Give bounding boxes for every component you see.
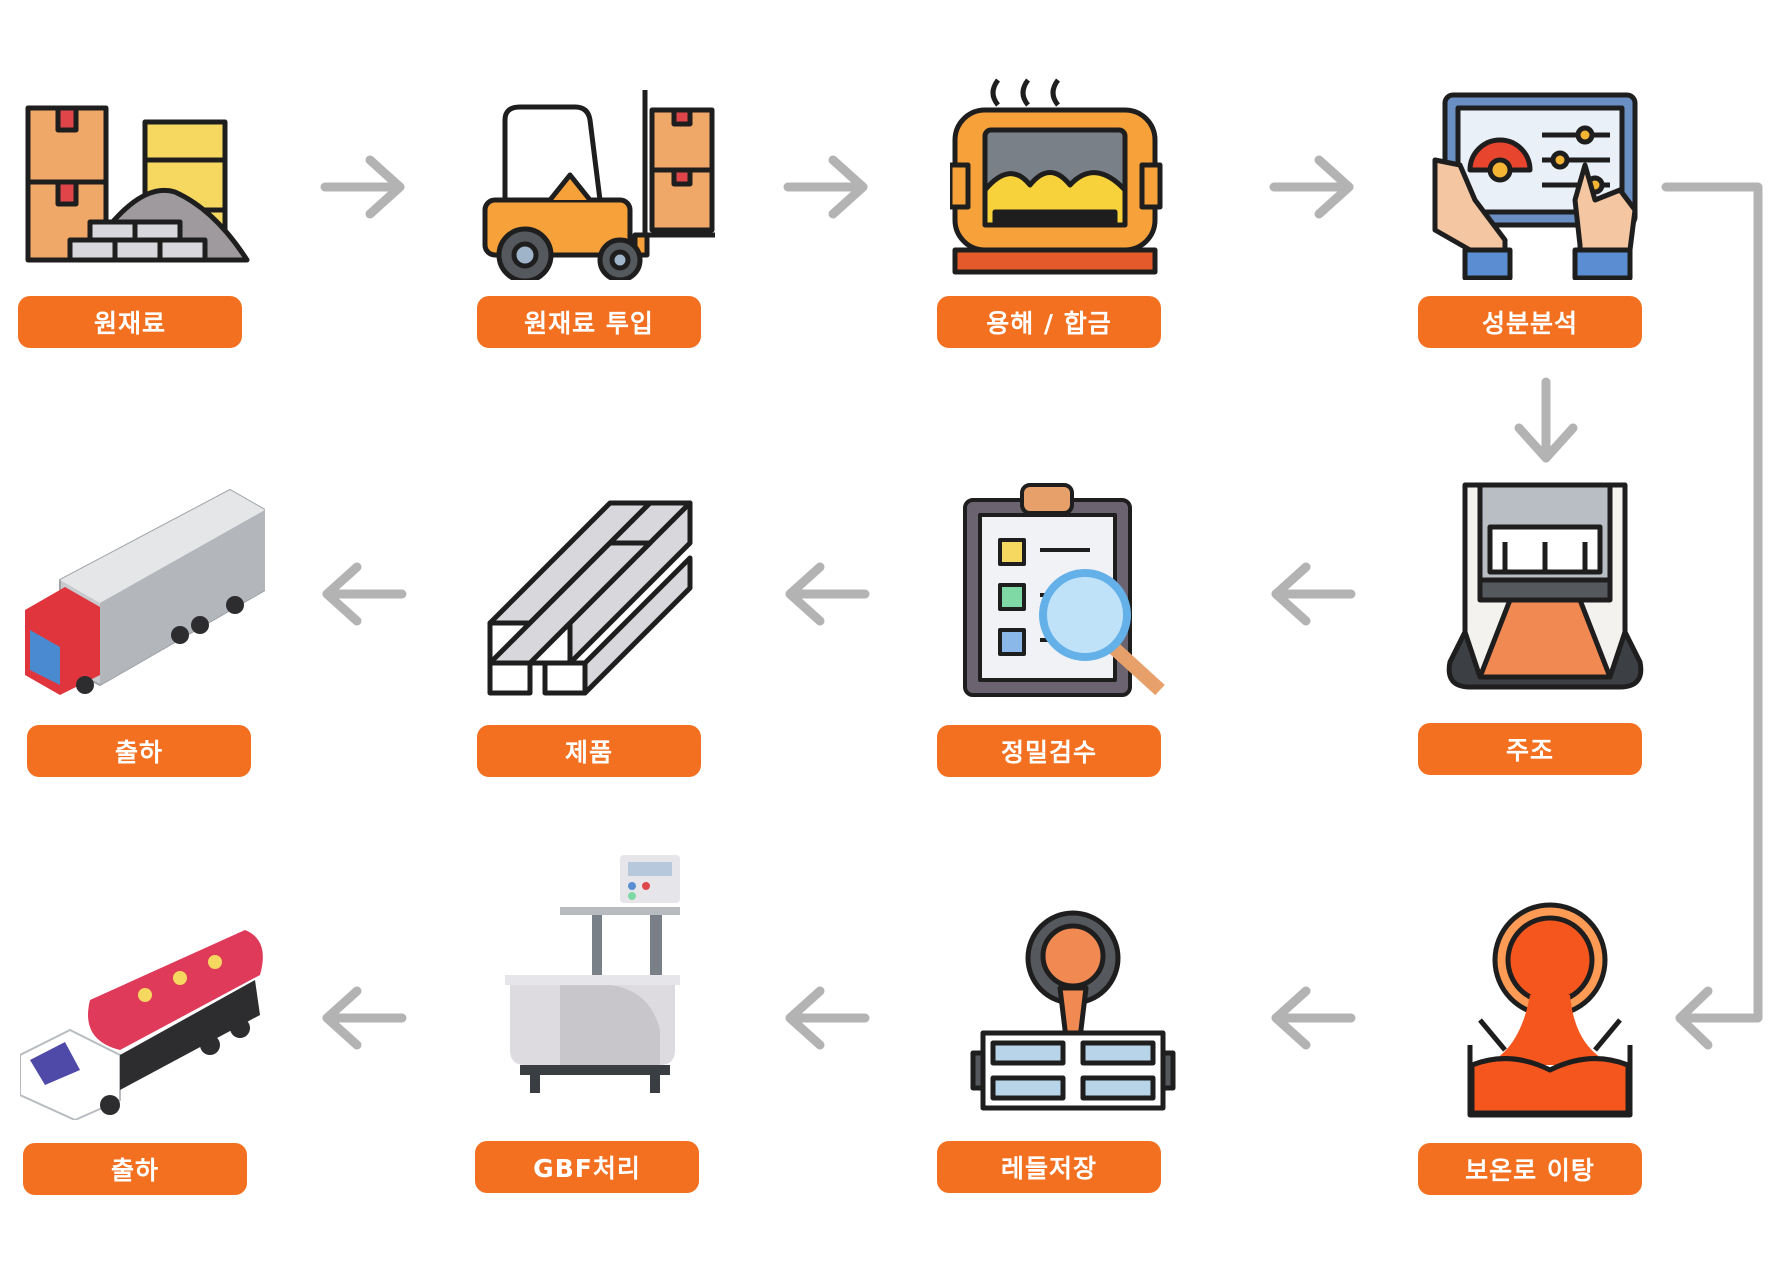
arrow-left-4	[1271, 986, 1356, 1050]
arrow-left-1	[1271, 562, 1356, 626]
step-label-material-input: 원재료 투입	[477, 296, 701, 348]
arrow-right-2	[783, 155, 868, 219]
inspection-clipboard-icon	[963, 483, 1165, 697]
forklift-icon	[482, 90, 715, 280]
step-label-product: 제품	[477, 725, 701, 777]
step-label-shipment-2: 출하	[23, 1143, 247, 1195]
gbf-treatment-icon	[505, 855, 680, 1093]
step-label-casting: 주조	[1418, 723, 1642, 775]
step-label-precision-inspection: 정밀검수	[937, 725, 1161, 777]
step-label-shipment-1: 출하	[27, 725, 251, 777]
arrow-left-3	[322, 562, 407, 626]
raw-materials-icon	[25, 105, 250, 263]
tablet-analysis-icon	[1432, 92, 1638, 280]
container-truck-icon	[25, 488, 265, 695]
casting-machine-icon	[1446, 482, 1644, 690]
ladle-storage-icon	[970, 910, 1176, 1111]
step-label-composition-analysis: 성분분석	[1418, 296, 1642, 348]
arrow-right-3	[1269, 155, 1354, 219]
arrow-side-connector	[1661, 182, 1763, 1050]
tanker-truck-icon	[20, 930, 263, 1120]
molten-pour-icon	[1467, 902, 1633, 1118]
arrow-right-1	[320, 155, 405, 219]
step-label-melting-alloy: 용해 / 합금	[937, 296, 1161, 348]
arrow-down-1	[1514, 377, 1578, 463]
step-label-ladle-storage: 레들저장	[937, 1141, 1161, 1193]
arrow-left-2	[785, 562, 870, 626]
step-label-raw-materials: 원재료	[18, 296, 242, 348]
step-label-holding-furnace-transfer: 보온로 이탕	[1418, 1143, 1642, 1195]
arrow-left-5	[785, 986, 870, 1050]
metal-bars-icon	[487, 500, 693, 696]
step-label-gbf-treatment: GBF처리	[475, 1141, 699, 1193]
melting-furnace-icon	[950, 78, 1163, 275]
arrow-left-6	[322, 986, 407, 1050]
